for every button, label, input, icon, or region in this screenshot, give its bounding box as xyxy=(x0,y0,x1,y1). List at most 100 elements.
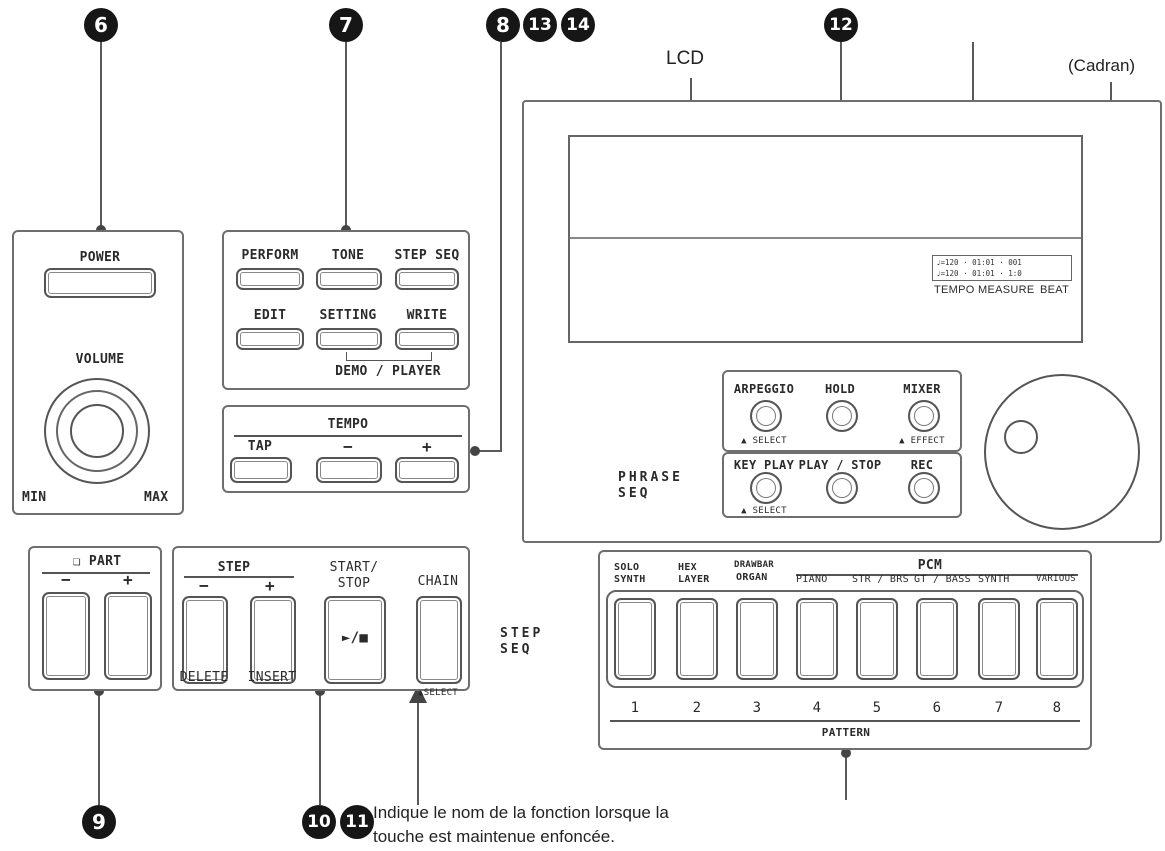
pattern-pad-5[interactable] xyxy=(856,598,898,680)
cat-layer: LAYER xyxy=(678,574,710,585)
part-panel: ❏ PART − + xyxy=(28,546,162,691)
keyplay-label: KEY PLAY xyxy=(733,458,795,472)
pattern-num-7: 7 xyxy=(994,700,1004,716)
leader-10 xyxy=(319,690,321,805)
tempo-minus-button[interactable] xyxy=(316,457,382,483)
part-minus-button[interactable] xyxy=(42,592,90,680)
part-plus-label: + xyxy=(123,570,133,589)
pattern-num-4: 4 xyxy=(812,700,822,716)
volume-max-label: MAX xyxy=(144,490,169,505)
phrase-top-panel: ARPEGGIO HOLD MIXER ▲ SELECT ▲ EFFECT xyxy=(722,370,962,452)
keyplay-select-text: SELECT xyxy=(752,506,787,516)
pattern-pad-8[interactable] xyxy=(1036,598,1078,680)
mixer-effect-text: EFFECT xyxy=(910,436,945,446)
callout-9: 9 xyxy=(82,805,116,839)
part-plus-button[interactable] xyxy=(104,592,152,680)
pattern-pads-frame xyxy=(606,590,1084,688)
edit-button[interactable] xyxy=(236,328,304,350)
dial[interactable] xyxy=(984,374,1140,530)
keyplay-select-label: ▲ SELECT xyxy=(741,506,787,516)
callout-6: 6 xyxy=(84,8,118,42)
volume-knob-cap xyxy=(70,404,124,458)
volume-label: VOLUME xyxy=(75,352,125,367)
tone-button[interactable] xyxy=(316,268,382,290)
shift-icon: ▲ xyxy=(899,436,911,446)
tempo-plus-button[interactable] xyxy=(395,457,459,483)
start-stop-button[interactable]: ►/■ xyxy=(324,596,386,684)
power-button[interactable] xyxy=(44,268,156,298)
pattern-num-5: 5 xyxy=(872,700,882,716)
stepseq-mode-button[interactable] xyxy=(395,268,459,290)
play-stop-icon: ►/■ xyxy=(341,630,369,646)
demo-bracket xyxy=(346,352,432,361)
playstop-button[interactable] xyxy=(826,472,858,504)
playstop-label: PLAY / STOP xyxy=(798,458,882,472)
pattern-pad-7[interactable] xyxy=(978,598,1020,680)
note-line-1: Indique le nom de la fonction lorsque la xyxy=(373,803,669,822)
delete-button[interactable] xyxy=(182,596,228,684)
power-label: POWER xyxy=(79,250,121,265)
volume-min-label: MIN xyxy=(22,490,47,505)
step-seq-label-1: STEP xyxy=(500,626,544,641)
phrase-seq-title-2: SEQ xyxy=(618,486,651,501)
volume-knob[interactable] xyxy=(44,378,150,484)
keyplay-button[interactable] xyxy=(750,472,782,504)
callout-8: 8 xyxy=(486,8,520,42)
hold-button[interactable] xyxy=(826,400,858,432)
cat-hex: HEX xyxy=(678,562,697,573)
tap-button[interactable] xyxy=(230,457,292,483)
setting-button[interactable] xyxy=(316,328,382,350)
pattern-pad-4[interactable] xyxy=(796,598,838,680)
lcd-measure-label: MEASURE xyxy=(978,284,1035,296)
part-divider xyxy=(42,572,150,574)
volume-knob-ring xyxy=(56,390,138,472)
cat-synth-solo: SYNTH xyxy=(614,574,646,585)
step-seq-label-2: SEQ xyxy=(500,642,533,657)
cat-various: VARIOUS xyxy=(1036,574,1077,584)
phrase-bottom-panel: KEY PLAY PLAY / STOP REC ▲ SELECT xyxy=(722,452,962,518)
write-button[interactable] xyxy=(395,328,459,350)
mixer-button[interactable] xyxy=(908,400,940,432)
callout-11: 11 xyxy=(340,805,374,839)
delete-label: DELETE xyxy=(179,670,229,685)
cat-piano: PIANO xyxy=(796,574,828,585)
leader-pattern xyxy=(845,752,847,800)
leader-7 xyxy=(345,42,347,230)
arpeggio-button[interactable] xyxy=(750,400,782,432)
chain-button[interactable] xyxy=(416,596,462,684)
insert-button[interactable] xyxy=(250,596,296,684)
tempo-minus-label: − xyxy=(343,437,353,456)
cat-str-brs: STR / BRS xyxy=(852,574,909,585)
part-minus-label: − xyxy=(61,570,71,589)
tap-label: TAP xyxy=(247,439,273,454)
lcd-tempo-label: TEMPO xyxy=(934,284,975,296)
leader-8-dot xyxy=(470,446,480,456)
write-label: WRITE xyxy=(406,308,448,323)
rec-button[interactable] xyxy=(908,472,940,504)
leader-10-dot xyxy=(315,686,325,696)
pattern-pad-1[interactable] xyxy=(614,598,656,680)
pattern-pad-6[interactable] xyxy=(916,598,958,680)
edit-label: EDIT xyxy=(253,308,287,323)
lcd-readout-top: ♩=120 · 01:01 · 001 xyxy=(936,258,1022,267)
cat-drawbar: DRAWBAR xyxy=(734,560,775,570)
start-label: START/ xyxy=(329,560,379,575)
leader-8-h xyxy=(475,450,502,452)
perform-button[interactable] xyxy=(236,268,304,290)
tone-label: TONE xyxy=(331,248,365,263)
power-panel: POWER VOLUME MIN MAX xyxy=(12,230,184,515)
part-title-text: PART xyxy=(88,554,122,569)
pattern-num-2: 2 xyxy=(692,700,702,716)
setting-label: SETTING xyxy=(319,308,377,323)
pattern-pad-2[interactable] xyxy=(676,598,718,680)
step-title: STEP xyxy=(217,560,251,575)
stepseq-mode-label: STEP SEQ xyxy=(394,248,460,263)
pattern-pad-3[interactable] xyxy=(736,598,778,680)
leader-9-dot xyxy=(94,686,104,696)
callout-13: 13 xyxy=(523,8,557,42)
note-line-2: touche est maintenue enfoncée. xyxy=(373,827,615,846)
lcd-inner-divider xyxy=(570,237,1081,239)
step-plus-label: + xyxy=(265,576,275,595)
perform-label: PERFORM xyxy=(241,248,299,263)
lcd-beat-label: BEAT xyxy=(1040,284,1070,296)
